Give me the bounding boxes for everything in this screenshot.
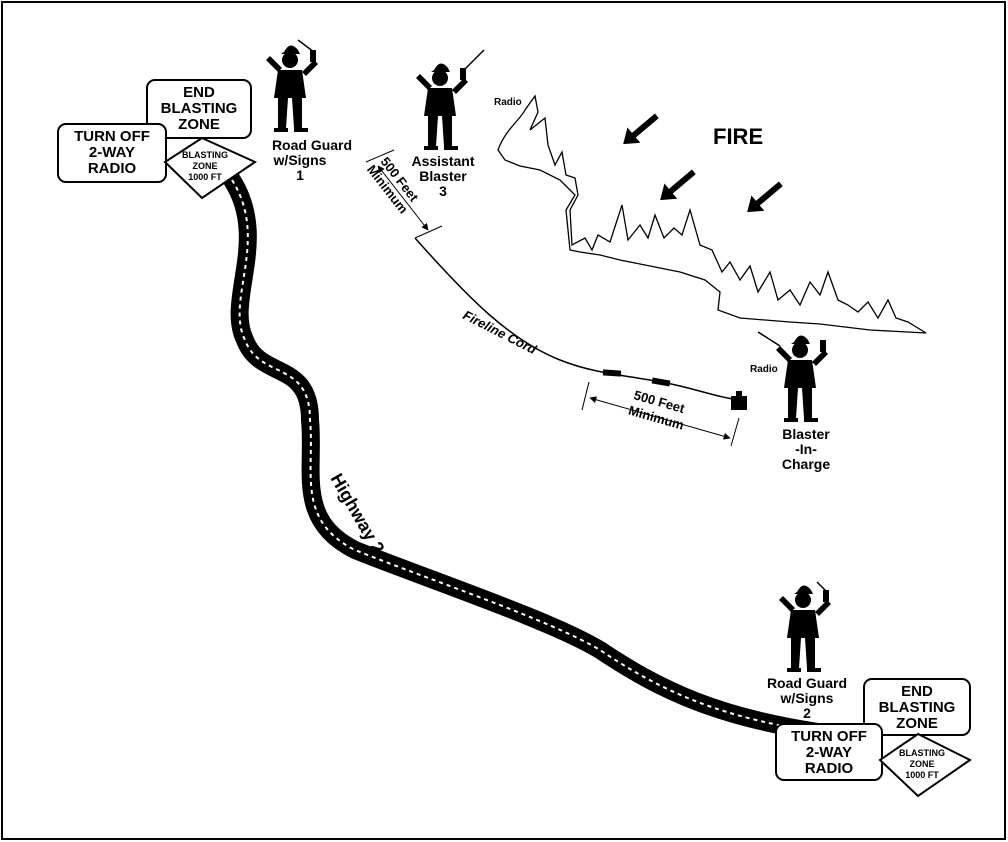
blaster-in-charge-label: -In- bbox=[795, 441, 817, 457]
sign-text: RADIO bbox=[88, 160, 137, 177]
sign-text: BLASTING bbox=[161, 100, 238, 117]
sign-text: ZONE bbox=[896, 715, 938, 732]
fireline-cord bbox=[414, 237, 741, 401]
detonator-box bbox=[736, 391, 742, 397]
road-guard-2-figure bbox=[779, 581, 831, 672]
road-guard-2-label: Road Guard bbox=[767, 675, 847, 691]
sign-text: 1000 FT bbox=[188, 172, 222, 182]
distance-marker-1 bbox=[365, 149, 443, 239]
road-guard-2-label: w/Signs bbox=[780, 690, 834, 706]
assistant-blaster-figure bbox=[416, 49, 485, 150]
blasting-zone-diamond-sign bbox=[163, 136, 258, 200]
sign-group-1: END BLASTING ZONE TURN OFF 2-WAY RADIO B… bbox=[57, 79, 258, 200]
road-guard-2-label: 2 bbox=[803, 705, 811, 721]
road-guard-1-figure bbox=[266, 39, 318, 132]
blaster-in-charge-label: Charge bbox=[782, 456, 830, 472]
fire-label: FIRE bbox=[713, 124, 763, 149]
sign-text: 2-WAY bbox=[89, 144, 135, 161]
road-guard-1-label: Road Guard bbox=[272, 137, 352, 153]
sign-group-2: END BLASTING ZONE TURN OFF 2-WAY RADIO B… bbox=[775, 678, 972, 798]
sign-text: ZONE bbox=[178, 116, 220, 133]
assistant-blaster-label: Assistant bbox=[411, 153, 474, 169]
blaster-in-charge-label: Blaster bbox=[782, 426, 830, 442]
highway-road bbox=[223, 171, 849, 744]
sign-text: 1000 FT bbox=[905, 770, 939, 780]
sign-text: RADIO bbox=[805, 760, 854, 777]
sign-text: ZONE bbox=[909, 759, 934, 769]
sign-text: END bbox=[901, 683, 933, 700]
sign-text: TURN OFF bbox=[74, 128, 150, 145]
detonator-box bbox=[731, 396, 747, 410]
turn-off-radio-sign bbox=[775, 723, 883, 781]
sign-text: BLASTING bbox=[899, 748, 945, 758]
sign-text: BLASTING bbox=[879, 699, 956, 716]
assistant-blaster-label: 3 bbox=[439, 183, 447, 199]
fire-arrow-icon bbox=[660, 169, 696, 201]
sign-text: END bbox=[183, 84, 215, 101]
road-guard-1-label: w/Signs bbox=[273, 152, 327, 168]
cord-connector bbox=[651, 377, 671, 387]
radio-label: Radio bbox=[750, 364, 778, 375]
turn-off-radio-sign bbox=[57, 123, 167, 183]
radio-label: Radio bbox=[494, 97, 522, 108]
sign-text: BLASTING bbox=[182, 150, 228, 160]
distance-marker-2 bbox=[581, 381, 740, 447]
blasting-zone-diamond-sign bbox=[878, 732, 972, 798]
fire-outline bbox=[497, 94, 927, 334]
sign-text: TURN OFF bbox=[791, 728, 867, 745]
cord-connector bbox=[602, 369, 622, 377]
fire-arrow-icon bbox=[623, 113, 659, 145]
sign-text: ZONE bbox=[192, 161, 217, 171]
assistant-blaster-label: Blaster bbox=[419, 168, 467, 184]
blaster-in-charge-figure bbox=[757, 331, 828, 422]
road-guard-1-label: 1 bbox=[296, 167, 304, 183]
end-blasting-zone-sign bbox=[146, 79, 252, 139]
fire-arrow-icon bbox=[747, 181, 783, 213]
sign-text: 2-WAY bbox=[806, 744, 852, 761]
